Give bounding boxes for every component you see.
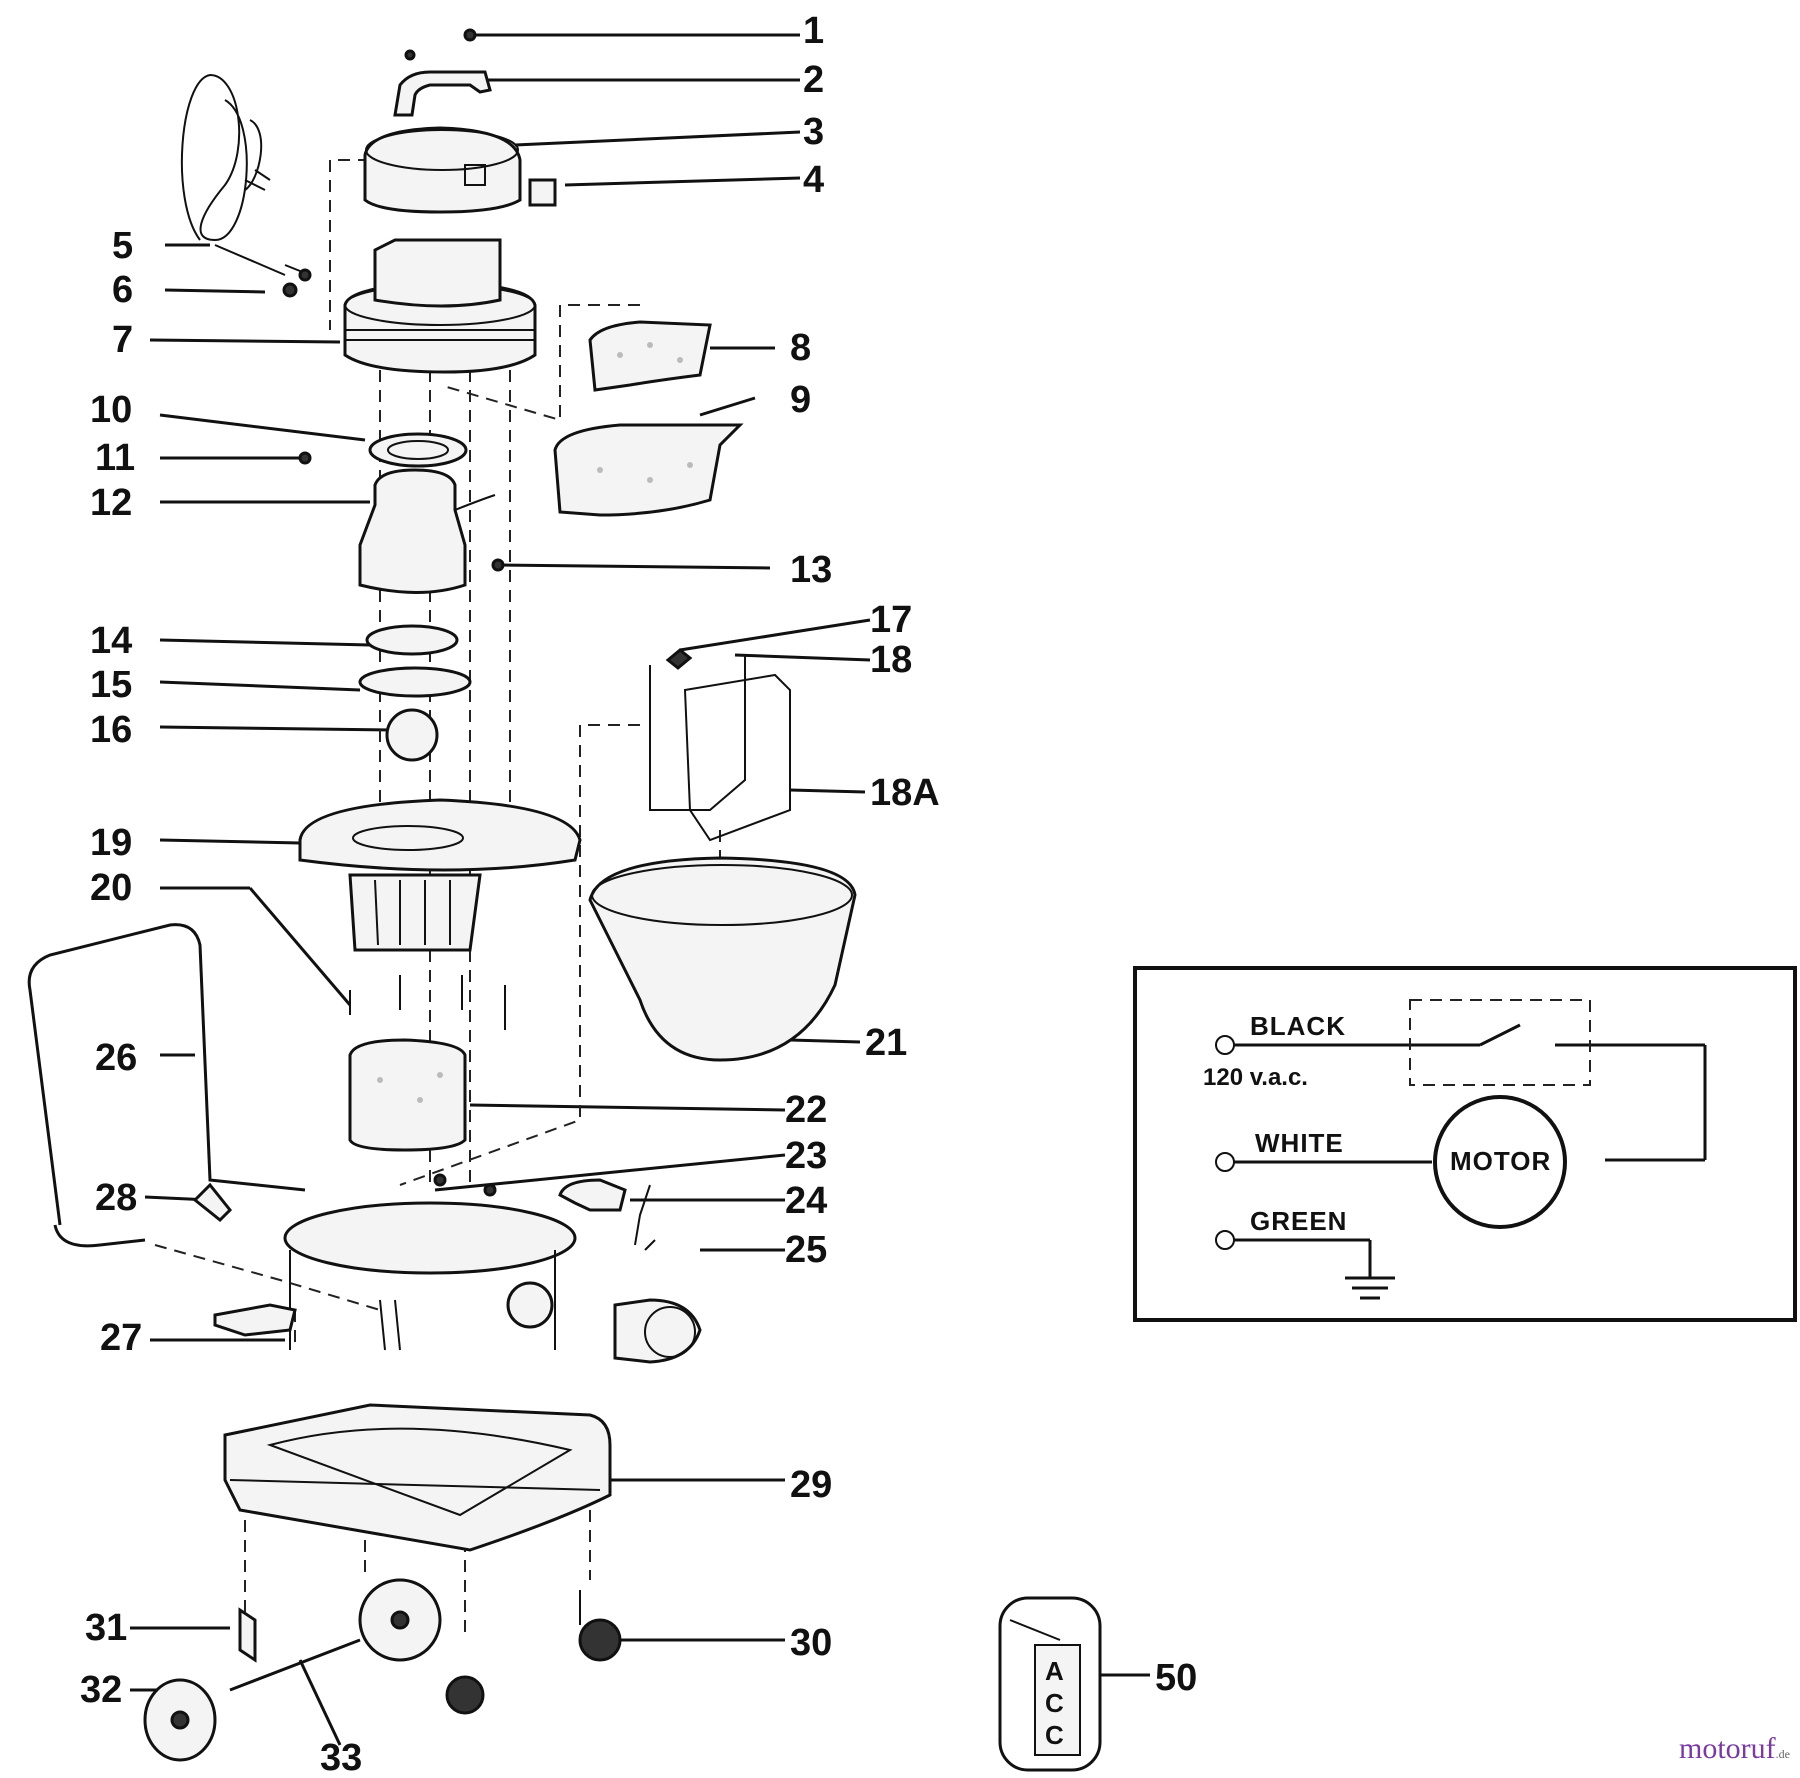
callout-50: 50 [1155, 1657, 1197, 1699]
callout-30: 30 [790, 1622, 832, 1664]
parts [27, 28, 857, 1762]
callout-24: 24 [785, 1180, 827, 1222]
callout-4: 4 [803, 159, 824, 201]
part-25-hose-adapter [613, 1298, 702, 1364]
callout-18a: 18A [870, 772, 940, 814]
part-31-bracket [238, 1607, 257, 1663]
label-voltage: 120 v.a.c. [1203, 1064, 1308, 1091]
callout-16: 16 [90, 709, 132, 751]
callout-32: 32 [80, 1669, 122, 1711]
accessory-part-50: A C C [998, 1596, 1102, 1772]
callout-23: 23 [785, 1135, 827, 1177]
part-33-axle [229, 1638, 361, 1692]
callout-9: 9 [790, 379, 811, 421]
callout-13: 13 [790, 549, 832, 591]
callout-2: 2 [803, 59, 824, 101]
part-5-power-cord [180, 73, 271, 242]
part-29-dolly [223, 1403, 612, 1552]
callout-22: 22 [785, 1089, 827, 1131]
part-1-screw-b [404, 49, 416, 61]
wiring-diagram: BLACK 120 v.a.c. WHITE MOTOR GREEN [1133, 966, 1797, 1322]
part-9-foam-filter [553, 423, 744, 517]
leader-lines [130, 33, 1150, 1746]
label-green: GREEN [1250, 1206, 1347, 1236]
callout-29: 29 [790, 1464, 832, 1506]
part-22-foam-sleeve [348, 1038, 467, 1152]
callout-14: 14 [90, 620, 132, 662]
part-19-lid [298, 798, 582, 872]
part-23-screw [433, 1173, 447, 1187]
callout-19: 19 [90, 822, 132, 864]
part-24-latch [558, 1178, 627, 1212]
part-6-connector [282, 282, 298, 298]
callout-33: 33 [320, 1737, 362, 1778]
part-21-filter-bag [588, 856, 857, 1062]
part-14-gasket [365, 624, 459, 656]
part-26-handle-frame [27, 923, 306, 1226]
part-18-cage [649, 655, 746, 811]
callout-25: 25 [785, 1229, 827, 1271]
watermark-name: motoruf [1679, 1732, 1776, 1765]
part-17-clip [665, 648, 693, 670]
part-1-screw [463, 28, 477, 42]
part-13-screw [491, 558, 505, 572]
callout-26: 26 [95, 1037, 137, 1079]
part-16-float-ball [385, 708, 439, 762]
acc-letter-1: A [1045, 1656, 1065, 1686]
acc-letter-2: C [1045, 1688, 1065, 1718]
part-4-switch [528, 178, 557, 207]
callout-21: 21 [865, 1022, 907, 1064]
callout-6: 6 [112, 269, 133, 311]
part-27-pedal [213, 1303, 297, 1337]
motor-symbol [1433, 1095, 1567, 1229]
part-30-caster [578, 1618, 622, 1662]
part-12-motor [358, 468, 467, 594]
watermark-tld: .de [1775, 1747, 1790, 1761]
callout-5: 5 [112, 225, 133, 267]
part-18a-cage [683, 673, 791, 842]
label-motor: MOTOR [1450, 1146, 1551, 1176]
part-28-clamp [192, 1182, 233, 1223]
part-tank-base [283, 1201, 577, 1275]
callout-11: 11 [95, 437, 135, 479]
callout-12: 12 [90, 482, 132, 524]
callout-10: 10 [90, 389, 132, 431]
part-15-float-cage [358, 666, 472, 698]
callout-8: 8 [790, 327, 811, 369]
callout-3: 3 [803, 111, 824, 153]
callout-17: 17 [870, 599, 912, 641]
callout-31: 31 [85, 1607, 127, 1649]
callout-18: 18 [870, 639, 912, 681]
acc-letter-3: C [1045, 1720, 1065, 1750]
wiring-frame [1133, 966, 1797, 1322]
part-8-foam-filter [588, 320, 712, 392]
part-2-handle [393, 70, 492, 117]
part-11-screw [298, 451, 312, 465]
callout-15: 15 [90, 664, 132, 706]
callout-27: 27 [100, 1317, 142, 1359]
callout-1: 1 [803, 10, 824, 52]
watermark-logo: motoruf.de [1679, 1732, 1790, 1766]
part-10-gasket [368, 432, 468, 468]
label-white: WHITE [1255, 1128, 1344, 1158]
callout-20: 20 [90, 867, 132, 909]
callout-28: 28 [95, 1177, 137, 1219]
label-black: BLACK [1250, 1011, 1346, 1041]
callout-numbers: 1 2 3 4 5 6 7 8 9 10 11 12 13 14 15 16 1… [80, 10, 1197, 1778]
callout-7: 7 [112, 319, 133, 361]
